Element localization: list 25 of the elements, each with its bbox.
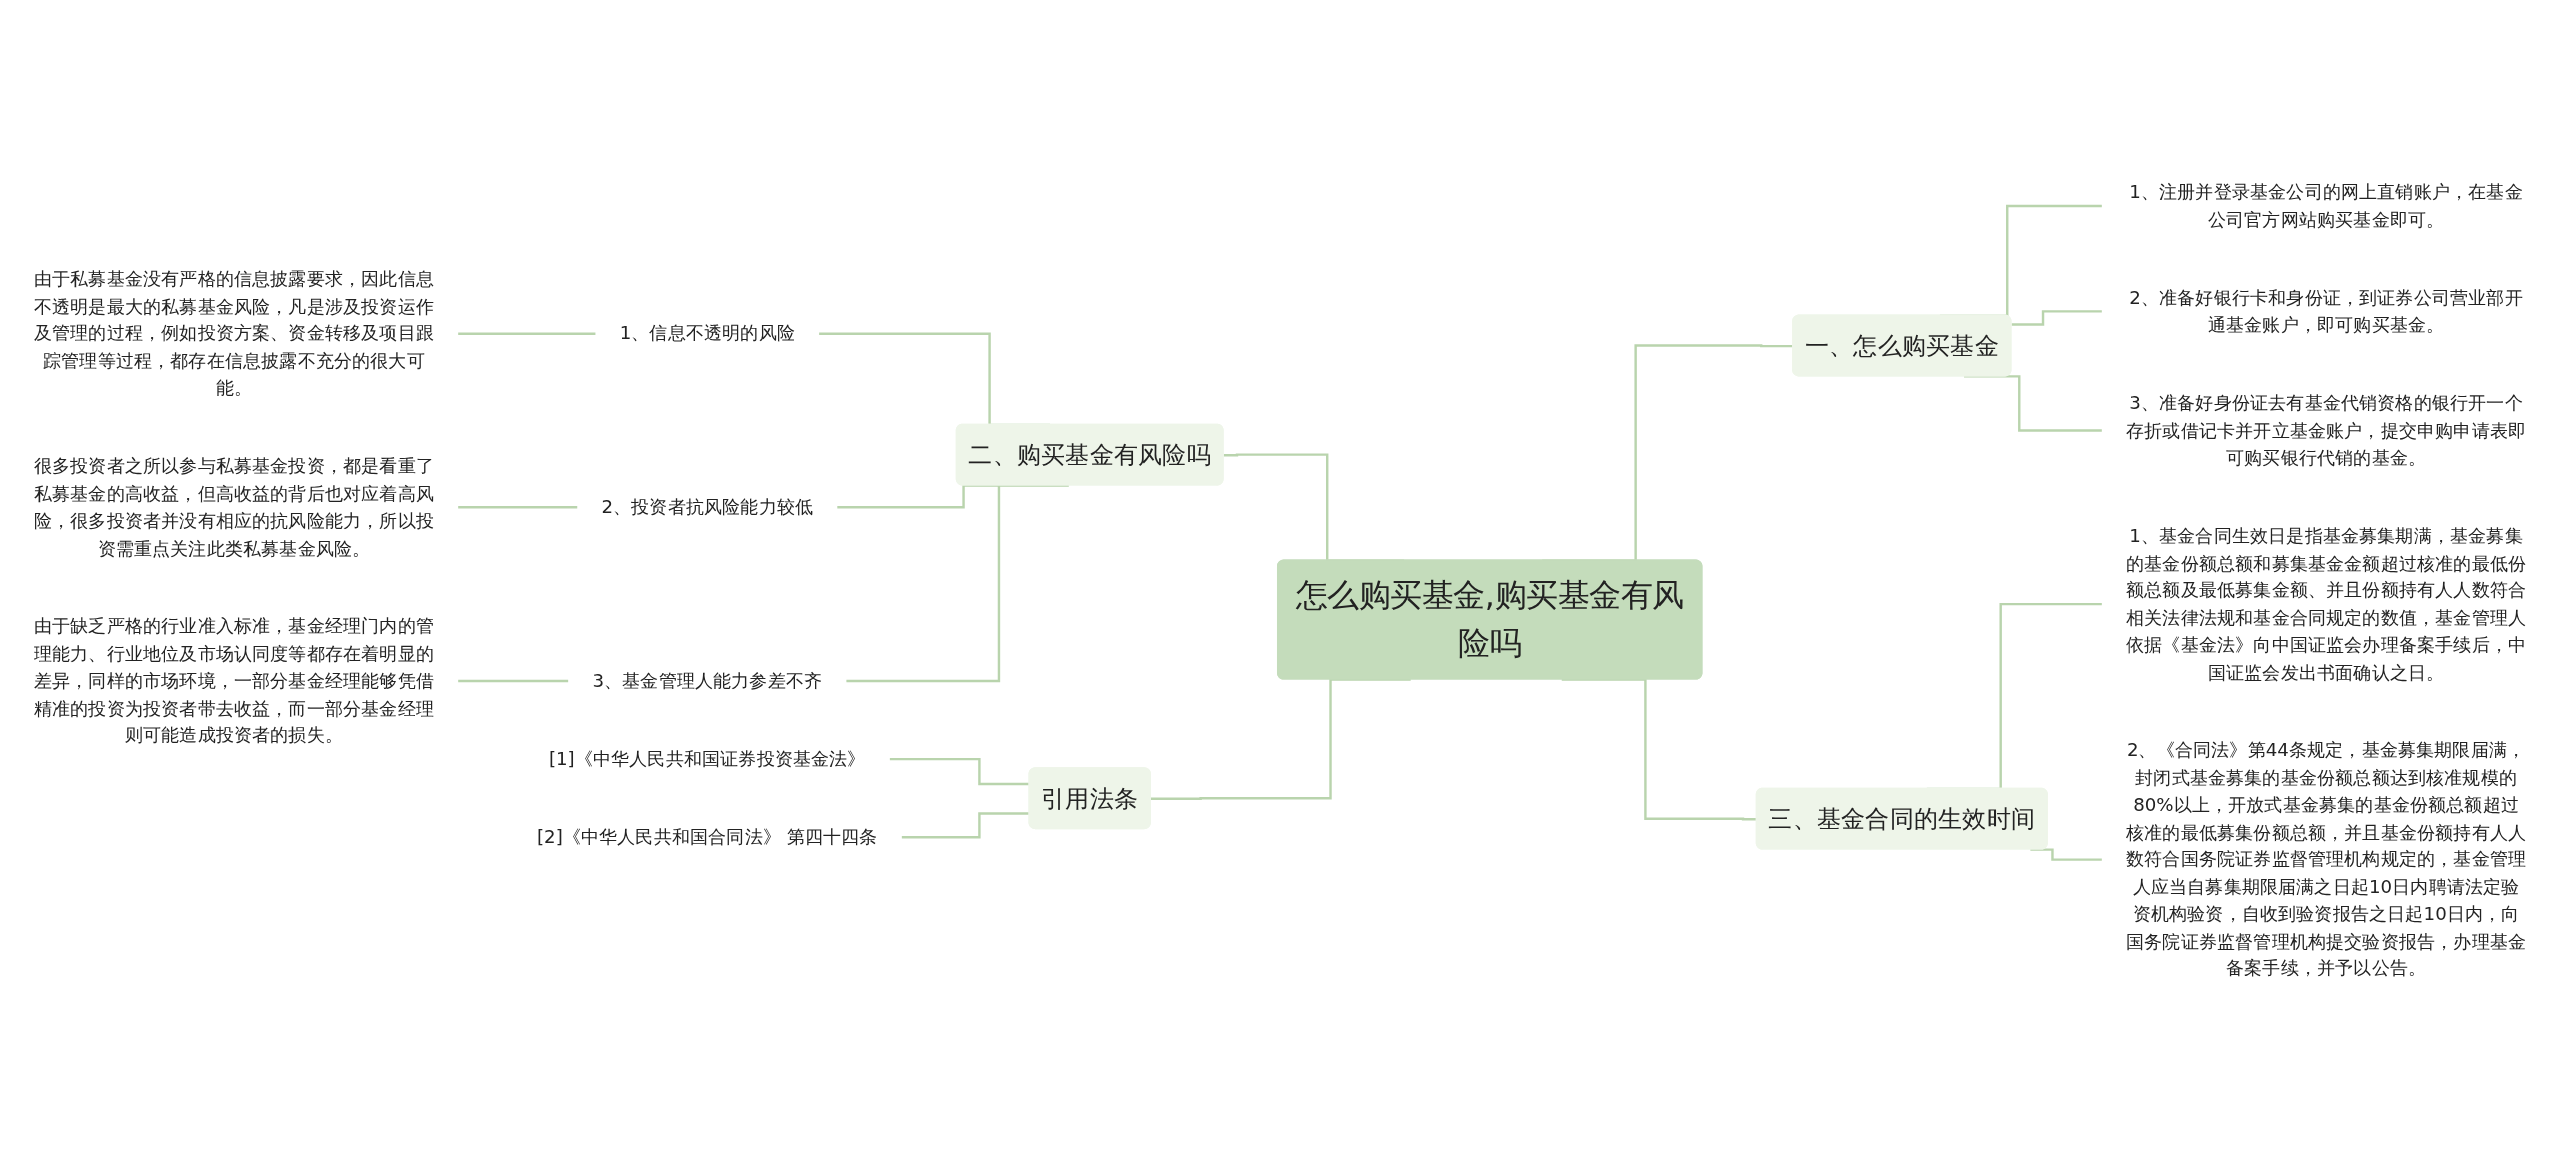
node-text: 2、《合同法》第44条规定，基金募集期限届满，封闭式基金募集的基金份额总额达到核准规模的80%以上，开放式基金募集的基金份额总额超过核准的最低募集份额总额，并且基金份额持有人人数符合国务院证券监督管理机构规定的，基金管理人应当自募集期限届满之日起10日内聘请法定验资机构验资，自收到验资报告之日起10日内，向国务院证券监督管理机构提交验资报告，办理基金备案手续，并予以公告。 — [2126, 739, 2527, 980]
connector — [901, 812, 1030, 839]
connector — [2011, 310, 2102, 326]
connector — [889, 757, 1030, 786]
node-text: 1、信息不透明的风险 — [619, 322, 795, 345]
node-text: 2、投资者抗风险能力较低 — [601, 496, 814, 518]
connector — [458, 506, 578, 509]
connector — [1964, 375, 2102, 432]
node-text: [1]《中华人民共和国证券投资基金法》 — [548, 747, 866, 770]
connector — [1150, 678, 1411, 801]
node-text: 2、准备好银行卡和身份证，到证券公司营业部开通基金账户，即可购买基金。 — [2129, 286, 2523, 336]
connector — [458, 332, 596, 335]
node-text: 3、准备好身份证去有基金代销资格的银行开一个存折或借记卡并开立基金账户，提交申购申请表即可购买银行代销的基金。 — [2126, 392, 2527, 469]
node-text: 很多投资者之所以参与私募基金投资，都是看重了私募基金的高收益，但高收益的背后也对应着高风险，很多投资者并没有相应的抗风险能力，所以投资需重点关注此类私募基金风险。 — [33, 455, 434, 559]
connector — [2030, 848, 2102, 861]
connector — [846, 484, 1069, 683]
node-text: 由于私募基金没有严格的信息披露要求，因此信息不透明是最大的私募基金风险，凡是涉及投资运作及管理的过程，例如投资方案、资金转移及项目跟踪管理等过程，都存在信息披露不充分的很大可能。 — [33, 267, 434, 399]
node-text: 由于缺乏严格的行业准入标准，基金经理门内的管理能力、行业地位及市场认同度等都存在着明显的差异，同样的市场环境，一部分基金经理能够凭借精准的投资为投资者带去收益，而一部分基金经理则可能造成投资者的损失。 — [33, 615, 434, 747]
connector — [458, 679, 569, 683]
connector — [1561, 678, 1757, 821]
connector — [837, 484, 998, 509]
node-text: 3、基金管理人能力参差不齐 — [592, 669, 823, 692]
node-text: [2]《中华人民共和国合同法》 第四十四条 — [536, 826, 878, 848]
node-text: 1、注册并登录基金公司的网上直销账户，在基金公司官方网站购买基金即可。 — [2129, 181, 2523, 231]
node-text: 1、基金合同生效日是指基金募集期满，基金募集的基金份额总额和募集基金金额超过核准的最低份额总额及最低募集金额、并且份额持有人人数符合相关法律法规和基金合同规定的数值，基金管理人依据《基金法》向中国证监会办理备案手续后，中国证监会发出书面确认之日。 — [2126, 524, 2527, 683]
